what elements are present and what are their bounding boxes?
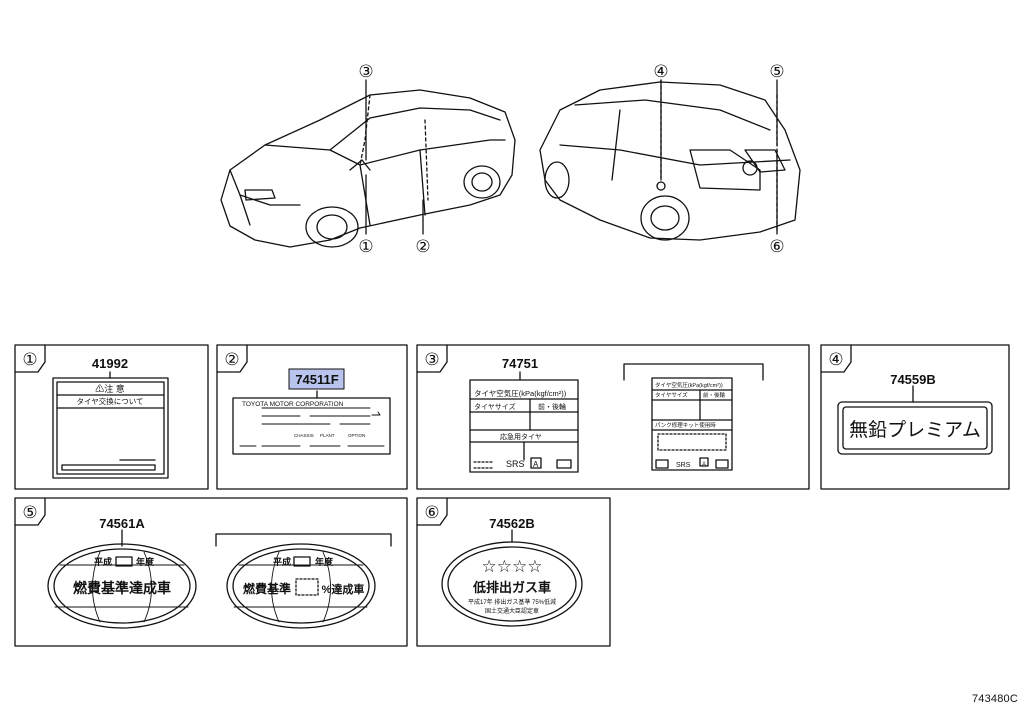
- panel-3-frame: [416, 344, 810, 490]
- label-74751-srs-badge: A: [533, 460, 539, 469]
- callout-1: ①: [358, 237, 373, 256]
- label-74559B-text: 無鉛プレミアム: [849, 419, 981, 441]
- label-74561A-alt-main-right: %達成車: [322, 582, 365, 596]
- label-74751-row1-right: 前・後輪: [538, 402, 566, 411]
- part-highlight-74511F: [288, 368, 345, 390]
- panel-number-2: ②: [224, 350, 239, 369]
- car-front-view: [220, 89, 516, 248]
- label-74751-alt-srs-badge: A: [702, 462, 706, 468]
- label-74751-alt-row1-left: タイヤサイズ: [655, 391, 688, 399]
- callout-6: ⑥: [769, 237, 784, 256]
- label-74751-row1-left: タイヤサイズ: [474, 402, 516, 411]
- label-74562B-line1: 平成17年 排出ガス基準 75%低減: [468, 598, 556, 606]
- callout-3: ③: [358, 62, 373, 81]
- label-74562B-line2: 国土交通大臣認定車: [485, 607, 539, 615]
- label-74559B: [837, 385, 993, 455]
- part-number-74751[interactable]: 74751: [502, 356, 538, 371]
- label-74511F-field-chassis: CHASSIS: [294, 433, 314, 438]
- label-74751-alt-row1-right: 前・後輪: [703, 391, 726, 399]
- panel-1-frame: [14, 344, 209, 490]
- label-41992-subtitle: タイヤ交換について: [76, 396, 143, 406]
- callout-2: ②: [415, 237, 430, 256]
- panel-4-frame: [820, 344, 1010, 490]
- part-number-74561A[interactable]: 74561A: [99, 516, 145, 531]
- label-74561A-alt-top-left: 平成: [273, 556, 291, 567]
- panel-5-frame: [14, 497, 408, 647]
- panel-number-5: ⑤: [22, 503, 37, 522]
- label-74561A-alt-main-left: 燃費基準: [243, 581, 291, 596]
- panel-number-3: ③: [424, 350, 439, 369]
- label-74561A-top-right: 年度: [136, 556, 155, 567]
- label-41992-title: ⚠注 意: [95, 383, 125, 394]
- panel-6-frame: [416, 497, 611, 647]
- label-74561A-alt-top-right: 年度: [315, 556, 334, 567]
- label-74562B-main: 低排出ガス車: [472, 580, 551, 595]
- label-74511F-field-plant: PLANT: [320, 433, 335, 438]
- part-number-74511F[interactable]: 74511F: [295, 372, 338, 387]
- panel-number-4: ④: [828, 350, 843, 369]
- figure-code: 743480C: [971, 693, 1018, 705]
- part-number-41992[interactable]: 41992: [92, 356, 128, 371]
- label-74751-title: タイヤ空気圧(kPa(kgf/cm²)): [474, 388, 567, 398]
- panel-number-6: ⑥: [424, 503, 439, 522]
- panel-number-1: ①: [22, 350, 37, 369]
- label-74562B-stars: ☆☆☆☆: [482, 557, 543, 576]
- label-74751-alt-srs: SRS: [676, 462, 691, 469]
- label-74751-alt-title: タイヤ空気圧(kPa(kgf/cm²)): [655, 381, 723, 389]
- label-74511F-field-option: OPTION: [348, 433, 365, 438]
- label-74751-row2: 応急用タイヤ: [500, 432, 542, 441]
- label-74751-alt-row2: パンク修理キット使用時: [655, 421, 716, 429]
- label-74511F: [232, 390, 391, 455]
- part-number-74559B[interactable]: 74559B: [890, 372, 936, 387]
- part-number-74562B[interactable]: 74562B: [489, 516, 535, 531]
- label-74511F-header: TOYOTA MOTOR CORPORATION: [242, 401, 344, 408]
- callout-4: ④: [653, 62, 668, 81]
- label-74561A: [47, 529, 392, 629]
- callout-5: ⑤: [769, 62, 784, 81]
- label-74751: [469, 363, 764, 473]
- label-74751-srs: SRS: [506, 459, 525, 469]
- car-rear-view: [539, 79, 801, 241]
- panel-2-frame: [216, 344, 408, 490]
- label-41992: [52, 371, 169, 479]
- label-74562B: [441, 529, 583, 627]
- label-74561A-main: 燃費基準達成車: [73, 580, 171, 596]
- label-74561A-top-left: 平成: [94, 556, 112, 567]
